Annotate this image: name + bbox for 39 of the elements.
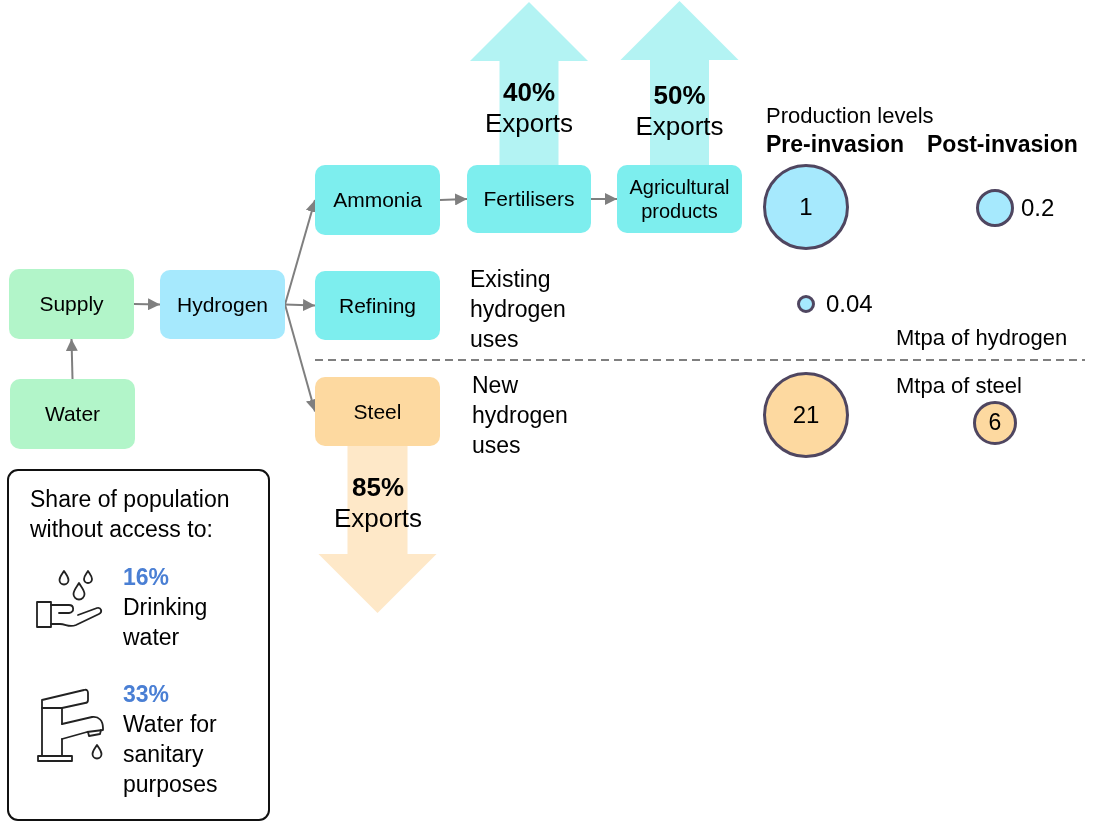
arrow <box>439 193 468 206</box>
block-arrow <box>470 2 588 165</box>
process-box: Steel <box>315 377 440 446</box>
process-box: Supply <box>9 269 134 339</box>
process-box: Fertilisers <box>467 165 591 233</box>
unit-label: Mtpa of hydrogen <box>896 325 1068 352</box>
value-label: 0.04 <box>826 289 873 319</box>
bubble <box>976 189 1014 227</box>
group-label: Existing hydrogen uses <box>470 265 567 354</box>
bubble <box>797 295 815 313</box>
process-box: Refining <box>315 271 440 340</box>
arrow <box>590 193 618 205</box>
arrow <box>284 299 316 312</box>
column-heading: Post-invasion <box>927 131 1078 159</box>
panel-heading: Share of population without access to: <box>30 485 231 544</box>
stat-text: 33% Water for sanitary purposes <box>123 680 219 799</box>
unit-label: Mtpa of steel <box>896 373 1022 400</box>
process-box: Agricultural products <box>617 165 742 233</box>
block-arrow <box>620 1 739 165</box>
arrow <box>133 298 161 311</box>
arrow <box>284 199 318 306</box>
process-box: Water <box>10 379 135 449</box>
value-label: 0.2 <box>1021 193 1055 223</box>
bubble: 21 <box>763 372 849 458</box>
bubble: 1 <box>763 164 849 250</box>
arrow <box>284 303 318 413</box>
group-label: New hydrogen uses <box>472 371 569 460</box>
edge-label: 40% Exports <box>484 77 574 139</box>
edge-label: 50% Exports <box>635 80 724 142</box>
bubble: 6 <box>973 401 1017 445</box>
process-box: Ammonia <box>315 165 440 235</box>
arrow <box>65 338 78 380</box>
process-box: Hydrogen <box>160 270 285 339</box>
block-arrow <box>318 446 437 613</box>
stat-text: 16% Drinking water <box>123 563 209 652</box>
column-heading: Pre-invasion <box>766 131 905 159</box>
edge-label: 85% Exports <box>333 472 423 534</box>
section-heading: Production levels <box>766 103 934 130</box>
info-panel <box>7 469 270 821</box>
